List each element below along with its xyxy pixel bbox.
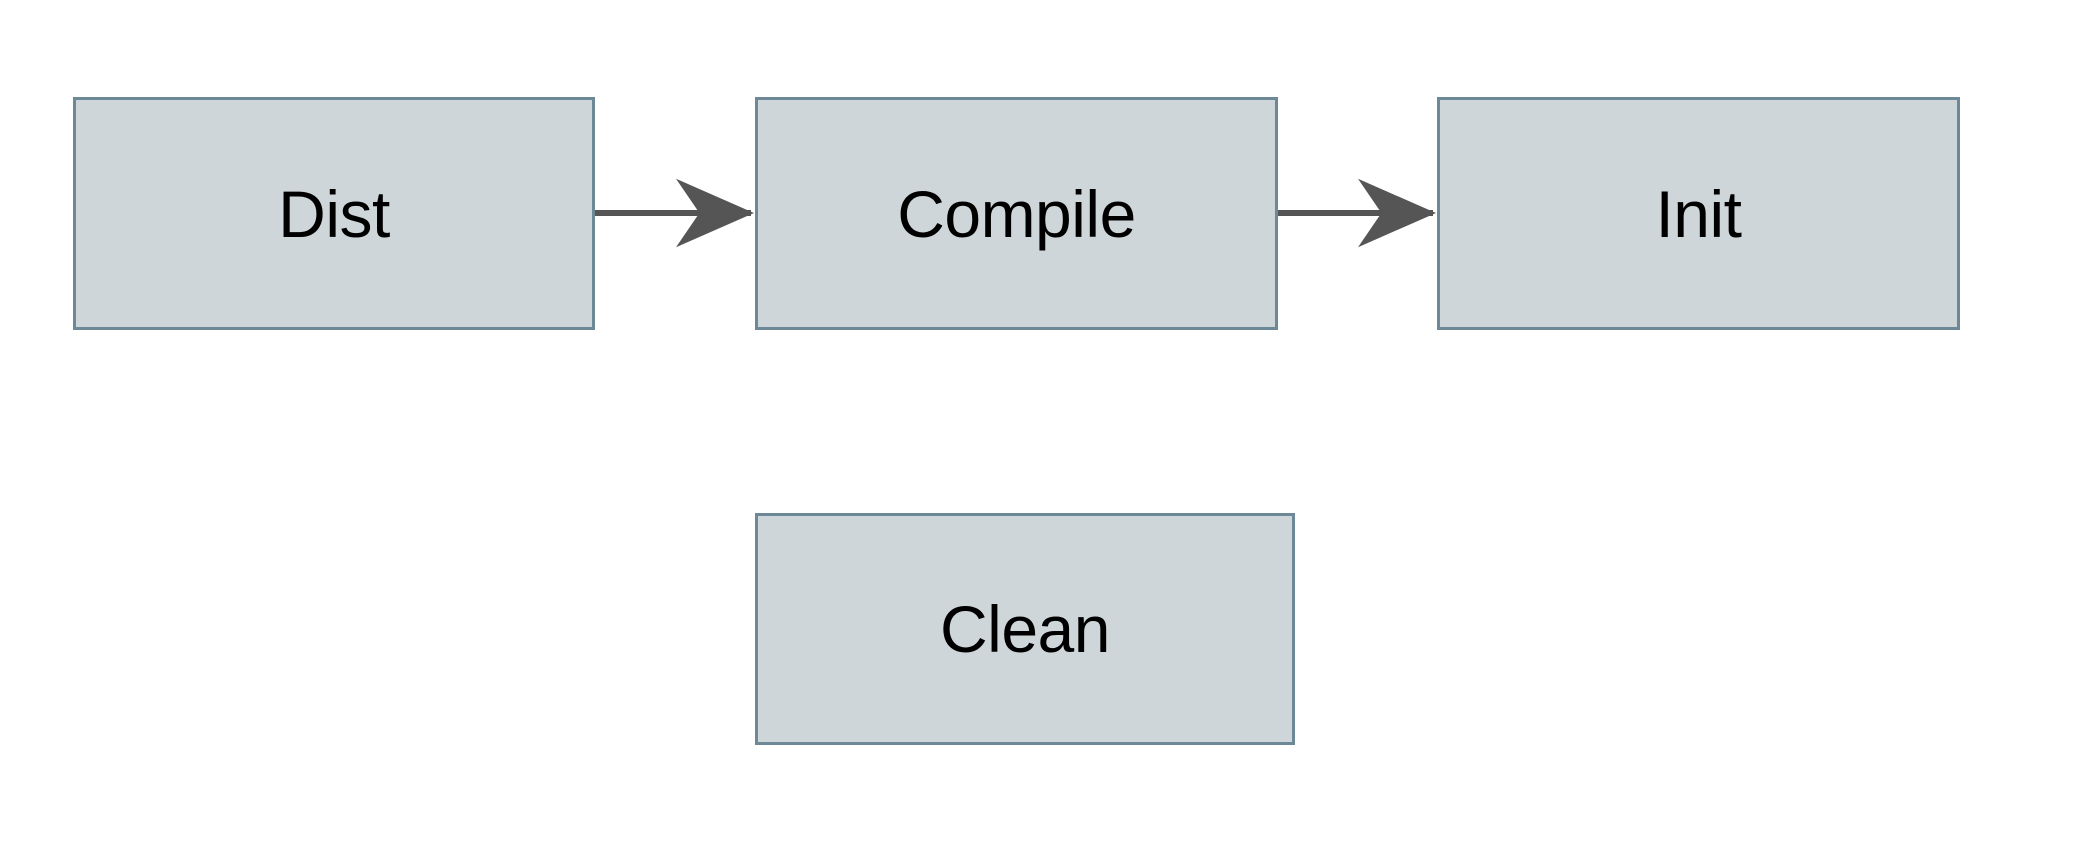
node-clean-label: Clean [940,592,1110,666]
node-init-label: Init [1655,176,1742,251]
node-compile[interactable]: Compile [755,97,1278,330]
node-clean[interactable]: Clean [755,513,1295,745]
node-init[interactable]: Init [1437,97,1960,330]
node-dist[interactable]: Dist [73,97,595,330]
node-compile-label: Compile [897,176,1136,251]
node-dist-label: Dist [278,176,390,251]
edge-dist-compile-hitarea[interactable] [595,193,757,233]
edge-compile-init-hitarea[interactable] [1278,193,1439,233]
